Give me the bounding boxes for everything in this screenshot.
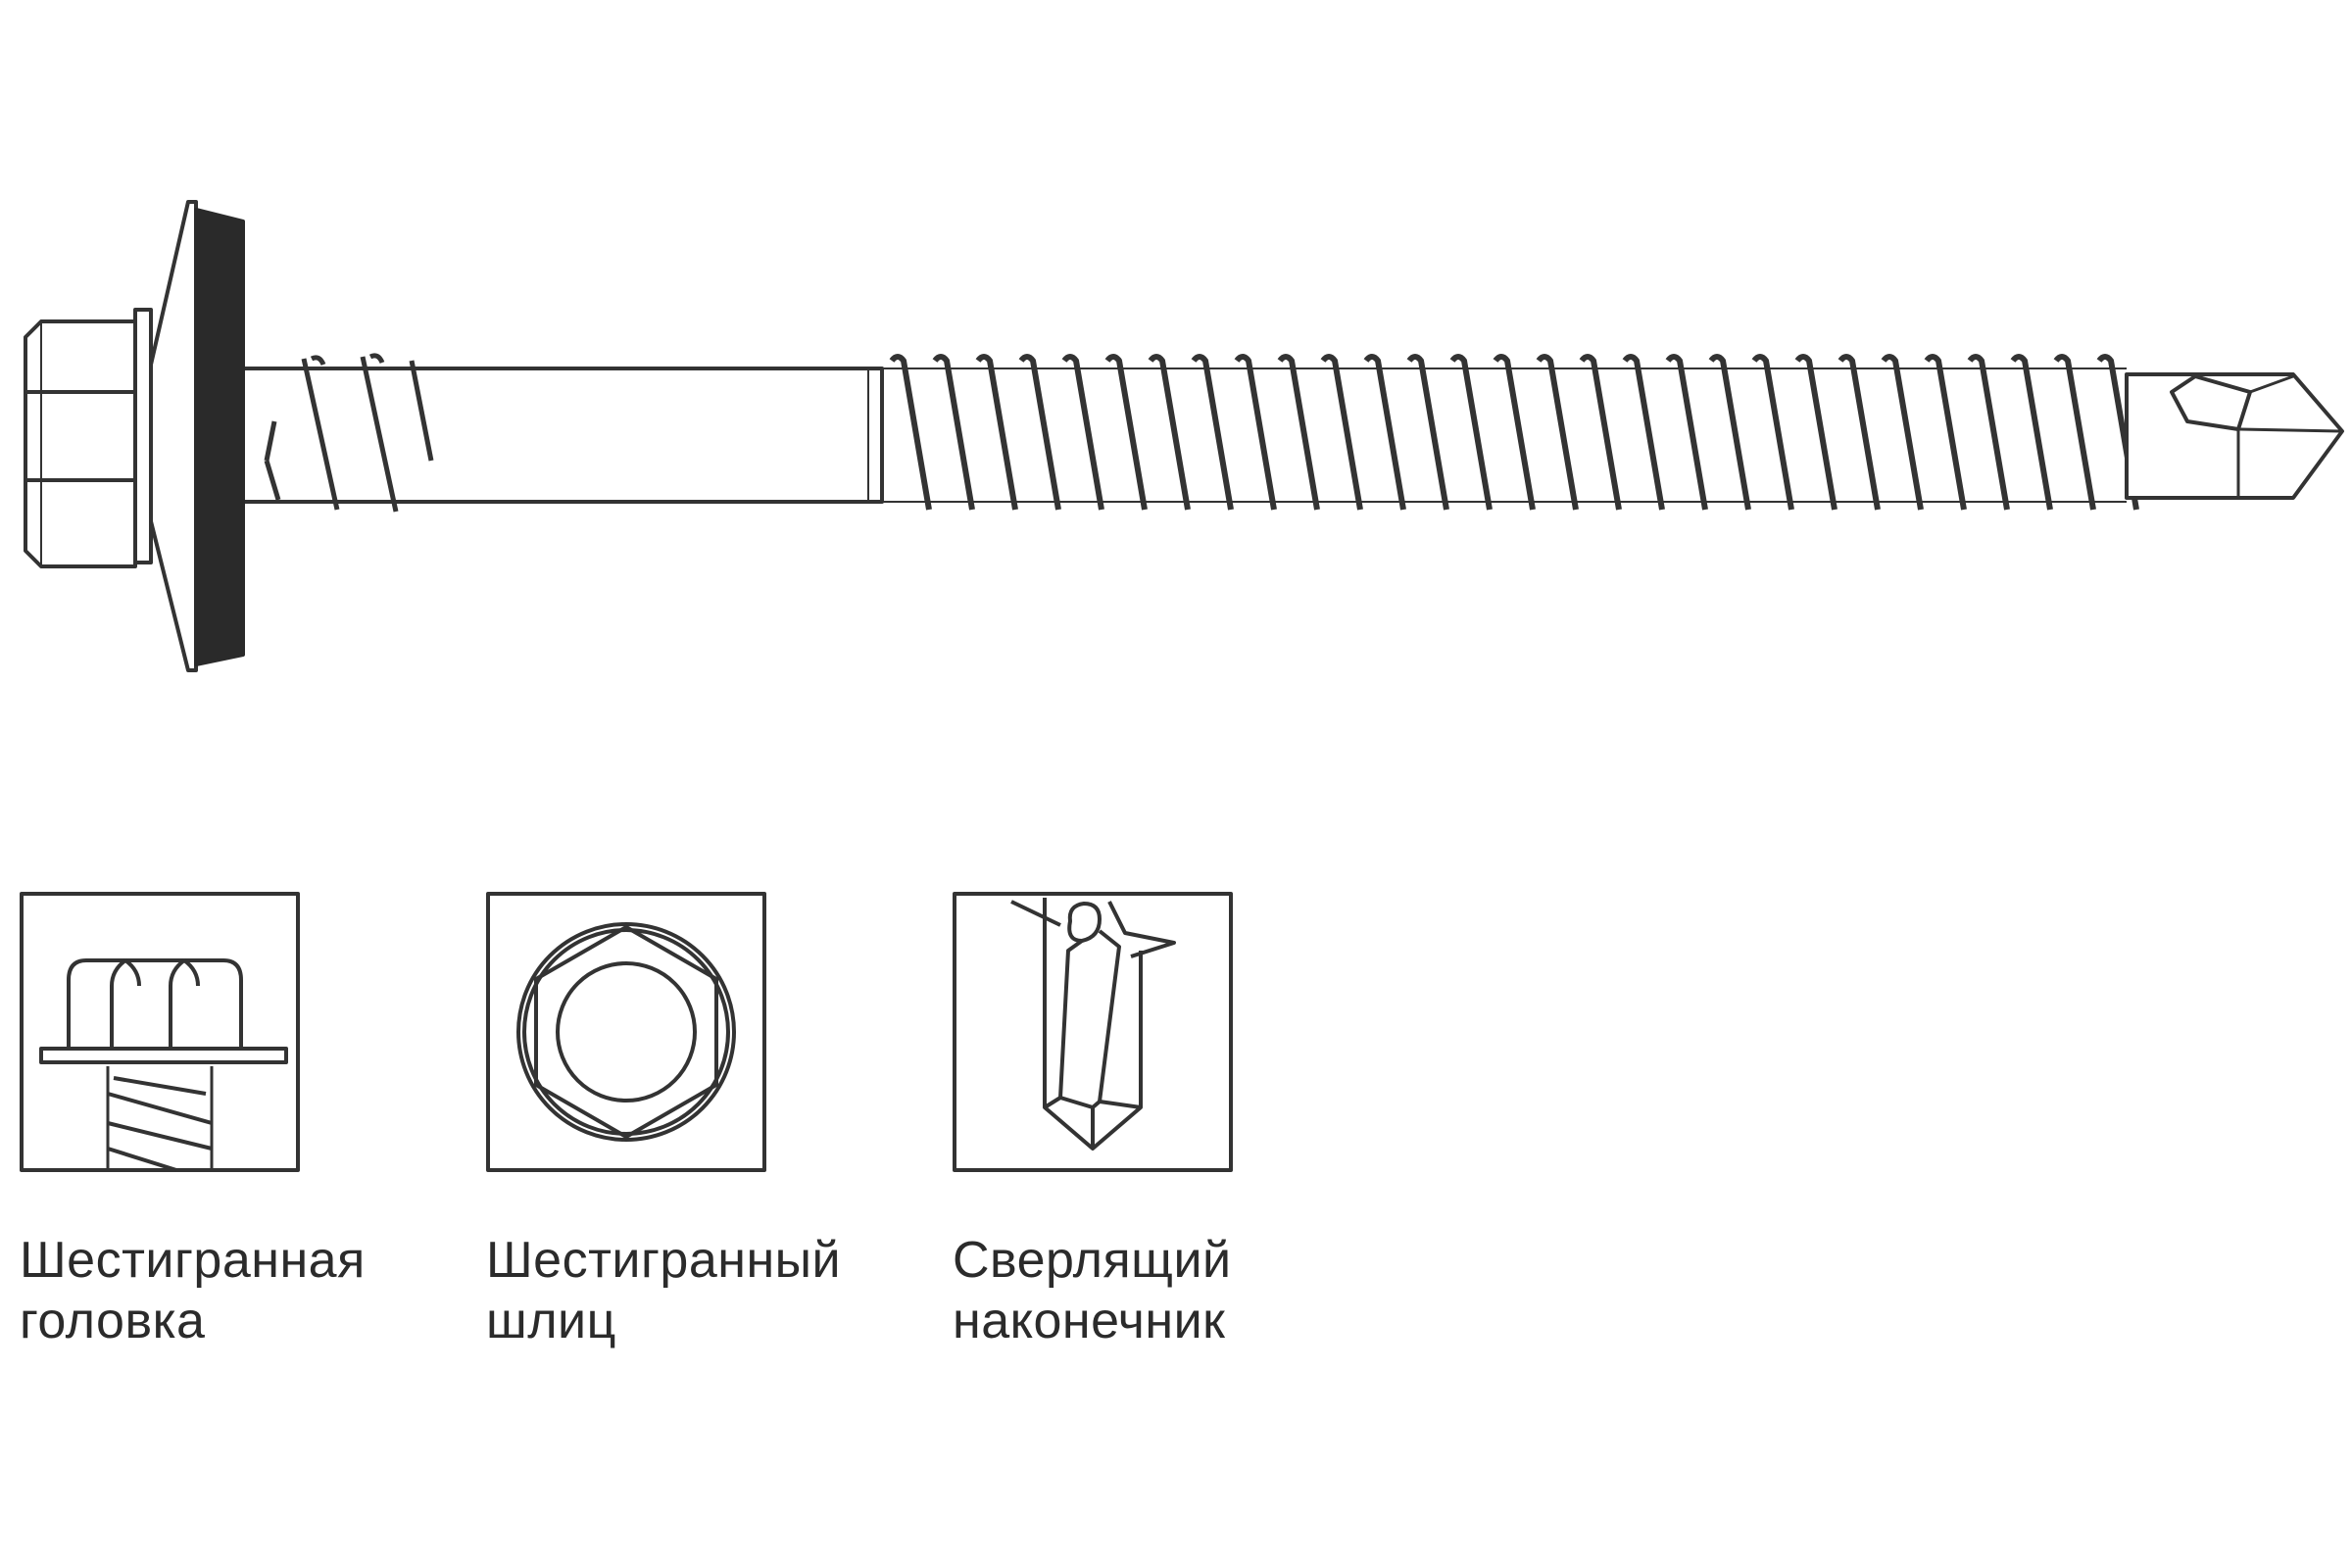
feature-drill-tip (953, 892, 1233, 1172)
thread-ridge (2096, 354, 2139, 511)
thread-ridge (1665, 354, 1708, 511)
caption-hex-head: Шестигранная головка (20, 1230, 366, 1351)
drill-tip-icon (953, 892, 1233, 1172)
feature-hex-head (20, 892, 300, 1172)
thread-ridge (1838, 354, 1881, 511)
feature-hex-slot (486, 892, 766, 1172)
thread-ridge (932, 354, 975, 511)
thread-ridge (889, 354, 932, 511)
thread-ridge (1536, 354, 1579, 511)
hex-head-icon (20, 892, 300, 1172)
thread-ridge (1579, 354, 1622, 511)
thread-ridge (1622, 354, 1665, 511)
hex-socket-icon (486, 892, 766, 1172)
thread-ridge (1967, 354, 2010, 511)
thread-ridge (1363, 354, 1406, 511)
thread-ridge (1751, 354, 1794, 511)
thread-ridge (1924, 354, 1967, 511)
screw-washer (149, 200, 198, 672)
thread-ridge (1449, 354, 1493, 511)
thread-ridge (2053, 354, 2096, 511)
thread-ridge (1406, 354, 1449, 511)
caption-drill-tip-line2: наконечник (953, 1293, 1226, 1349)
thread-ridge (1881, 354, 1924, 511)
screw-lower-thread (889, 354, 2139, 511)
caption-hex-slot-line2: шлиц (486, 1293, 616, 1349)
caption-drill-tip-line1: Сверлящий (953, 1232, 1232, 1289)
thread-ridge (1794, 354, 1838, 511)
thread-ridge (2010, 354, 2053, 511)
screw-collar (133, 308, 153, 564)
caption-hex-slot-line1: Шестигранный (486, 1232, 842, 1289)
thread-ridge (1708, 354, 1751, 511)
thread-ridge (1018, 354, 1061, 511)
thread-ridge (1191, 354, 1234, 511)
thread-ridge (1148, 354, 1191, 511)
caption-hex-head-line1: Шестигранная (20, 1232, 366, 1289)
screw-shank (245, 367, 884, 504)
thread-ridge (1104, 354, 1148, 511)
thread-ridge (1234, 354, 1277, 511)
thread-ridge (975, 354, 1018, 511)
caption-drill-tip: Сверлящий наконечник (953, 1230, 1232, 1351)
screw-thread-core (882, 368, 2127, 503)
screw-epdm-seal (194, 208, 245, 666)
screw-upper-thread (264, 353, 434, 513)
thread-ridge (1277, 354, 1320, 511)
thread-ridge (1493, 354, 1536, 511)
caption-hex-slot: Шестигранный шлиц (486, 1230, 841, 1351)
thread-ridge (1061, 354, 1104, 511)
thread-ridge (1320, 354, 1363, 511)
caption-hex-head-line2: головка (20, 1293, 206, 1349)
self-drilling-screw-illustration (24, 200, 2344, 672)
